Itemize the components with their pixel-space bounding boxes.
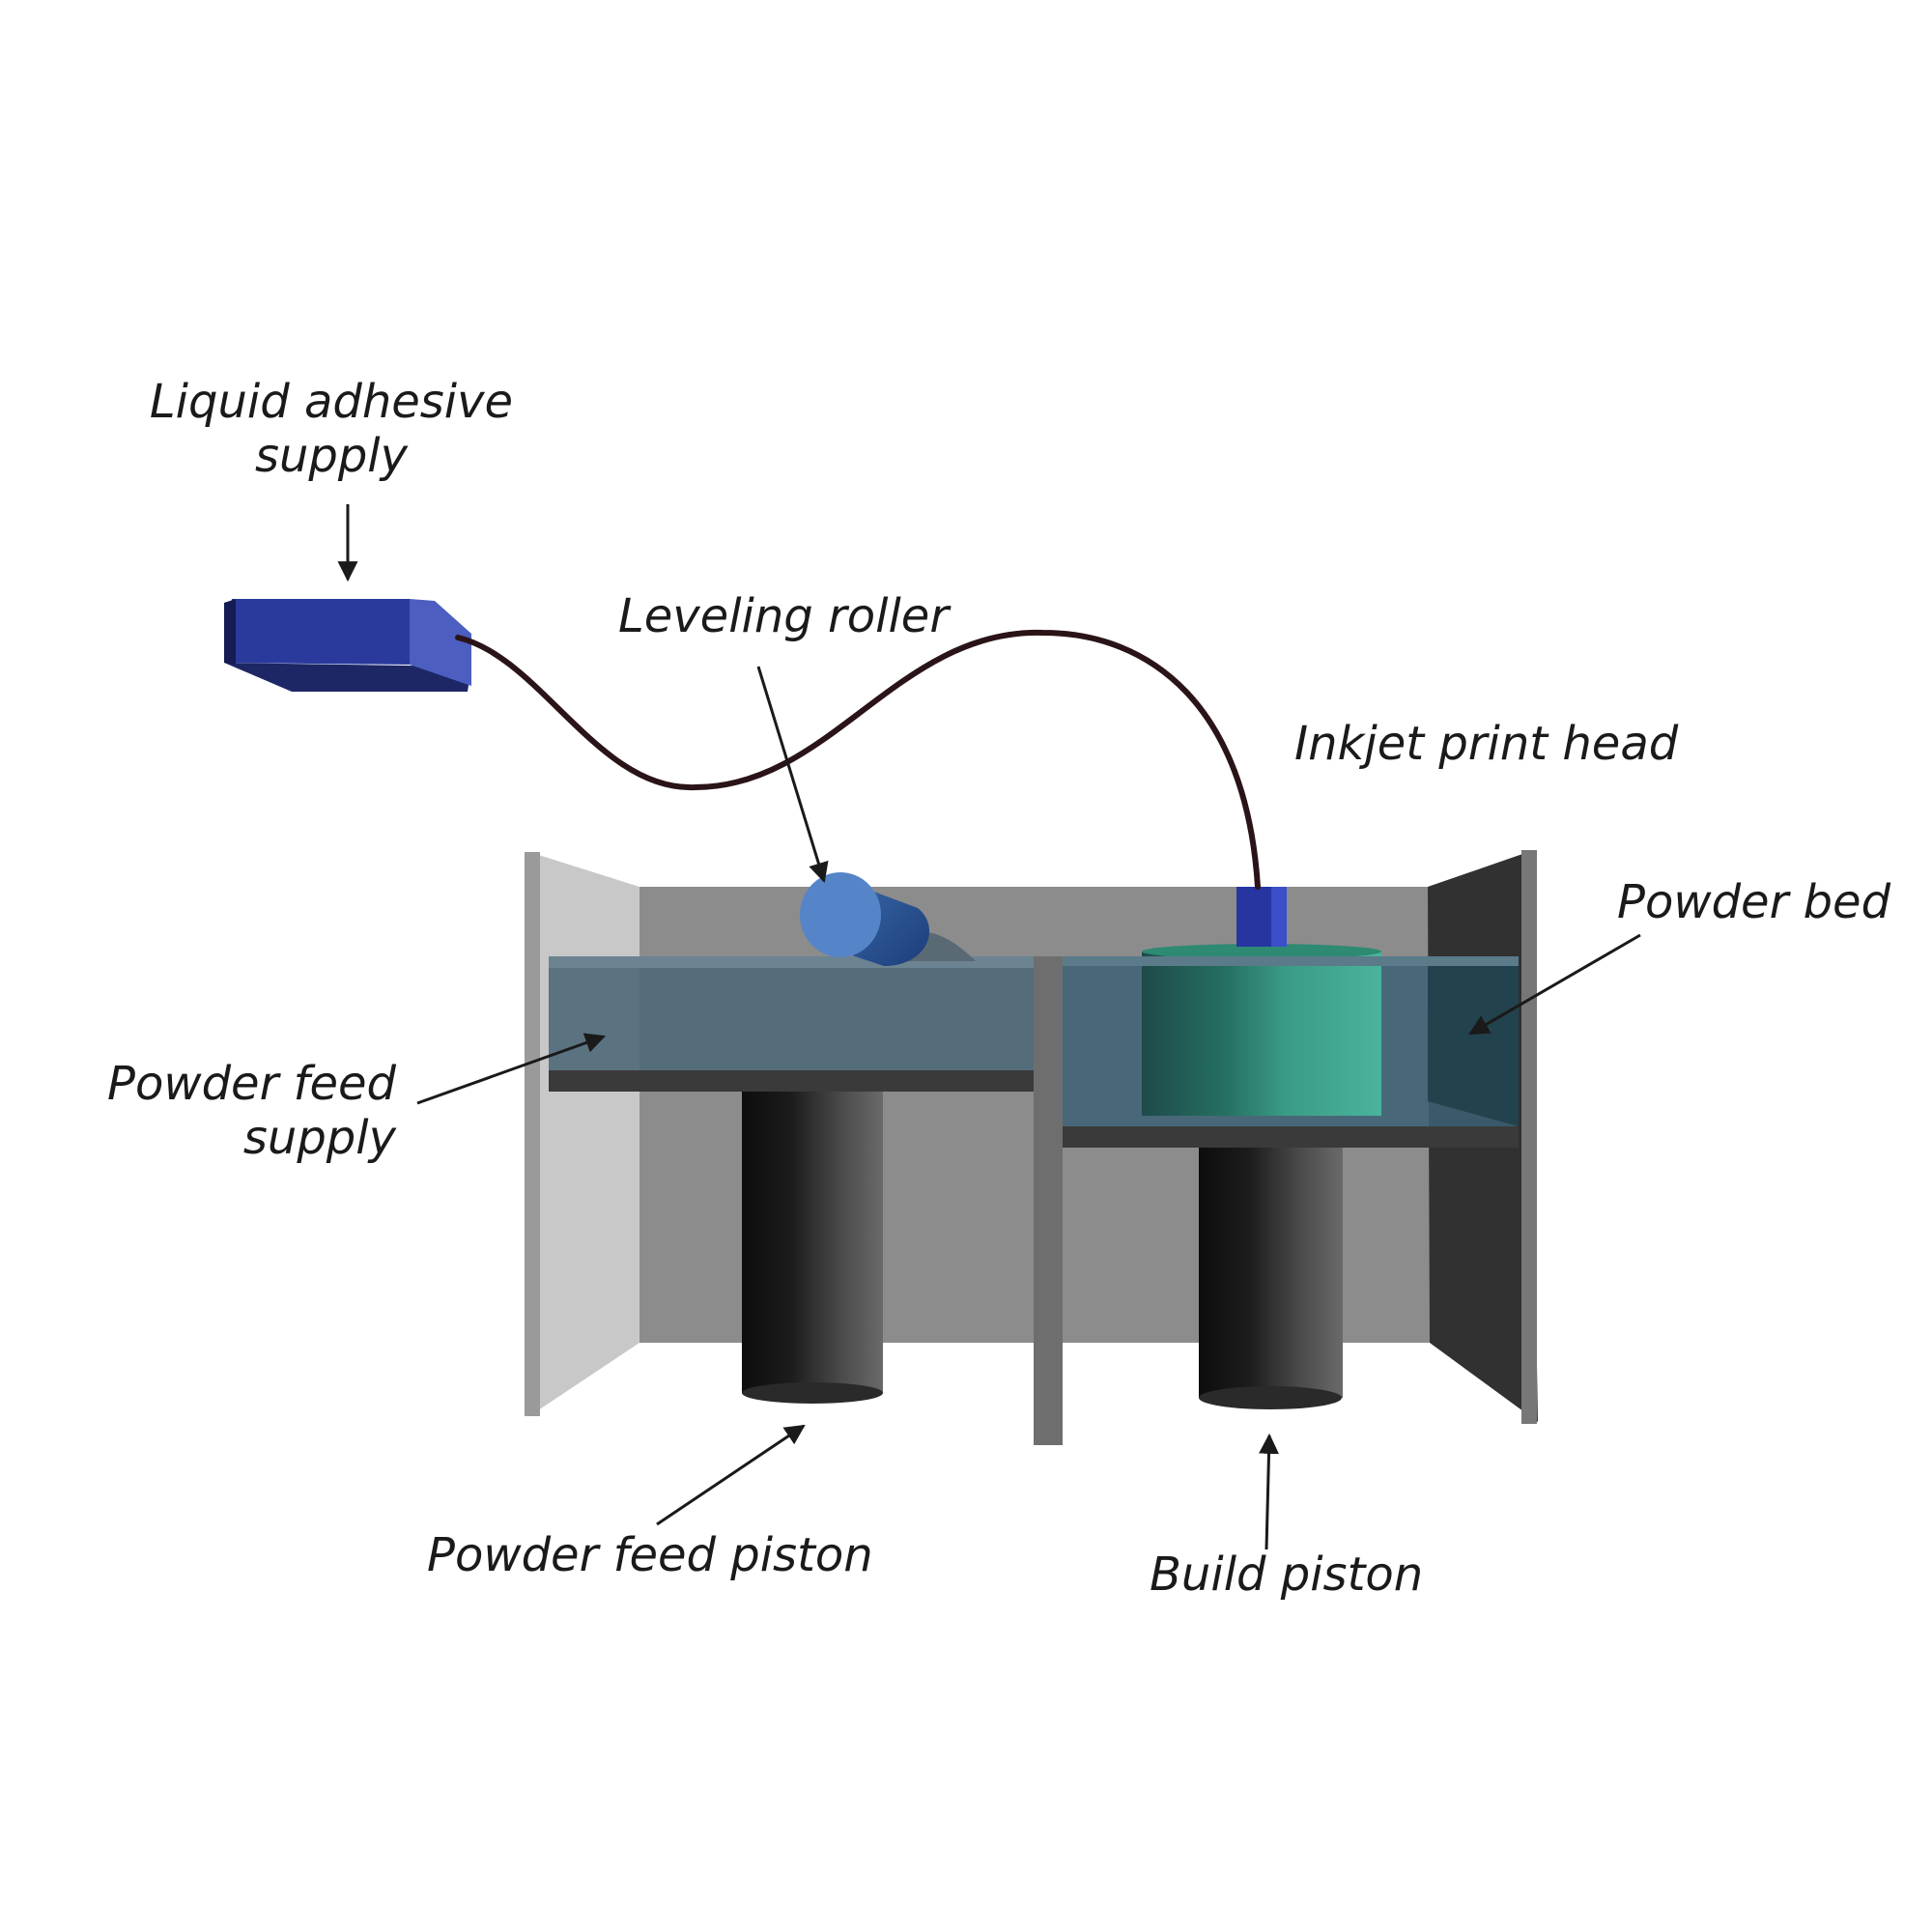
build-platform — [1063, 1126, 1519, 1148]
adhesive-cable — [455, 629, 1261, 890]
arrow-powder-feed-piston — [656, 1424, 806, 1526]
right-wall-edge — [1521, 850, 1537, 1424]
printed-part-top — [1142, 944, 1381, 959]
arrow-build-piston — [1259, 1433, 1280, 1550]
label-powder-feed-supply-line1: Powder feed — [107, 1057, 397, 1111]
label-powder-feed-piston: Powder feed piston — [427, 1528, 873, 1582]
label-build-piston: Build piston — [1150, 1548, 1423, 1602]
powder-bed-side — [1428, 956, 1519, 1126]
label-powder-bed: Powder bed — [1617, 875, 1891, 929]
powder-feed-piston-base — [742, 1382, 883, 1404]
roller-end — [800, 872, 881, 957]
left-side-wall — [529, 852, 639, 1416]
powder-feed-section — [549, 956, 1036, 1404]
adhesive-box-left — [224, 599, 236, 665]
arrow-leveling-roller — [756, 666, 829, 884]
label-liquid-adhesive-supply-line1: Liquid adhesive — [150, 375, 513, 429]
arrow-powder-bed — [1468, 933, 1641, 1036]
label-powder-feed-supply-line2: supply — [243, 1111, 397, 1165]
powder-feed-platform — [549, 1070, 1036, 1092]
label-leveling-roller: Leveling roller — [618, 589, 952, 643]
print-head-highlight — [1271, 887, 1287, 947]
leader-arrows — [337, 504, 1641, 1550]
build-piston — [1199, 1145, 1343, 1398]
build-piston-base — [1199, 1386, 1342, 1409]
adhesive-box-side — [410, 599, 471, 686]
powder-bed-top — [1063, 956, 1519, 966]
label-liquid-adhesive-supply-line2: supply — [255, 429, 409, 483]
powder-feed-supply — [549, 956, 1036, 1070]
center-divider — [1034, 956, 1063, 1445]
build-section — [1063, 944, 1519, 1409]
powder-feed-piston — [742, 1082, 883, 1393]
printed-part — [1142, 952, 1381, 1116]
leveling-roller — [800, 872, 976, 966]
left-wall-edge — [525, 852, 540, 1416]
adhesive-box-front — [224, 599, 410, 665]
adhesive-box-bottom — [224, 663, 471, 692]
liquid-adhesive-supply — [224, 599, 471, 692]
arrow-powder-feed-supply — [416, 1033, 606, 1105]
label-inkjet-print-head: Inkjet print head — [1294, 717, 1679, 771]
